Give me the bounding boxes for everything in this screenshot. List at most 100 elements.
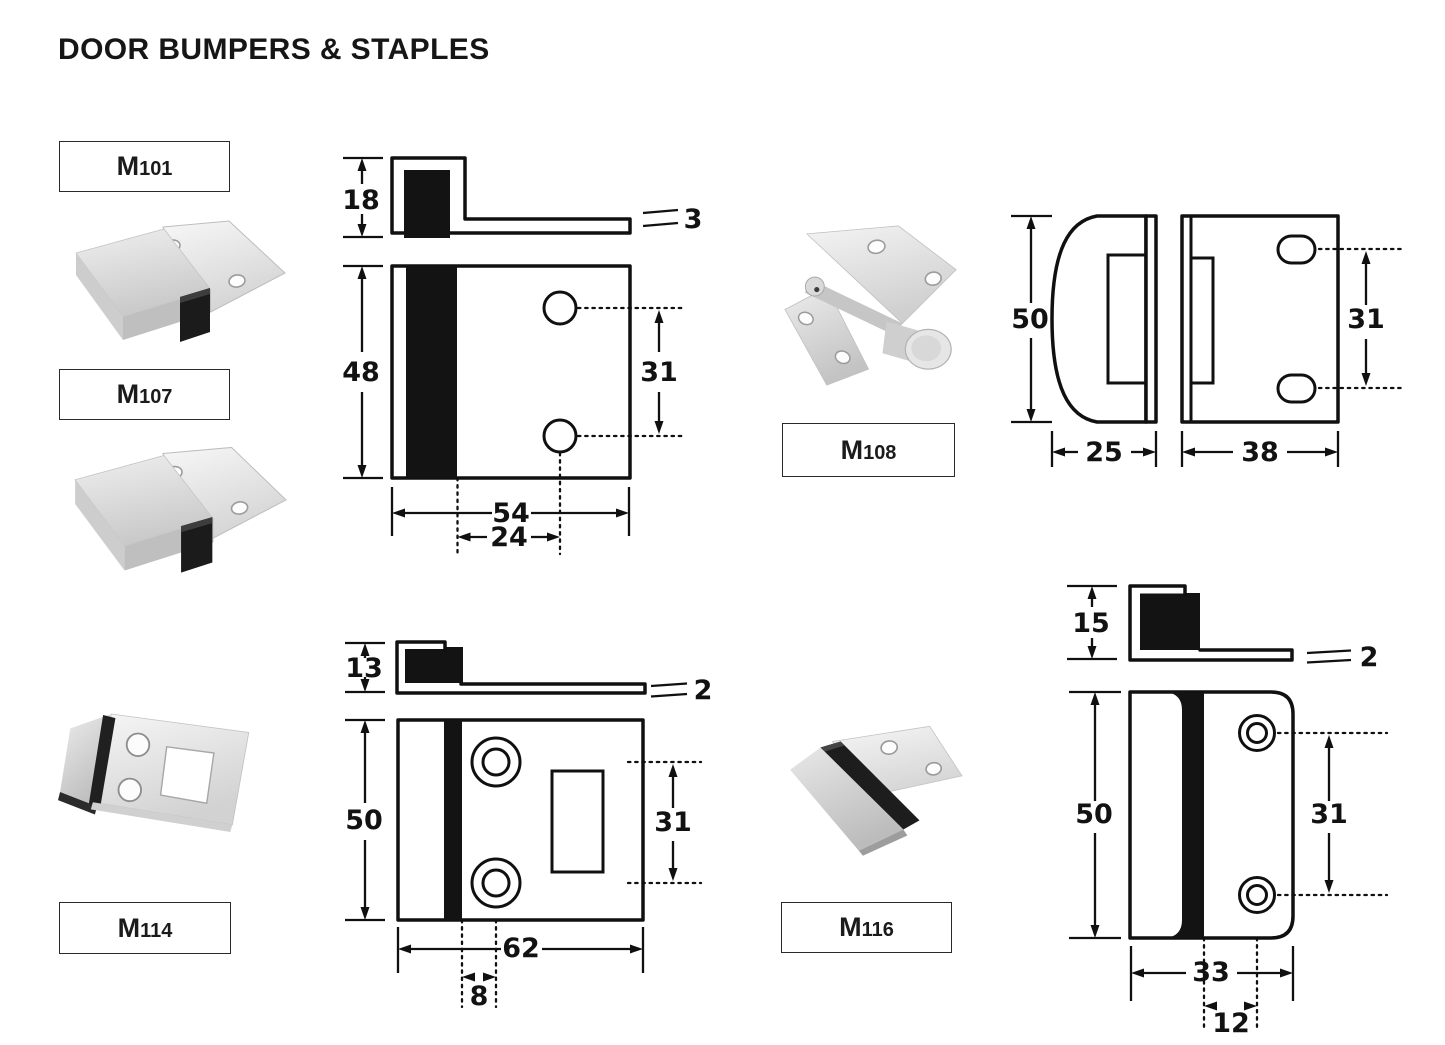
metal-lip <box>1128 584 1185 594</box>
dim-hole-spacing: 31 <box>1347 304 1385 335</box>
bottom-edge <box>858 829 908 856</box>
recess-front <box>1191 256 1215 385</box>
product-label-m116: M116 <box>781 902 952 953</box>
product-photo-m114 <box>58 713 250 832</box>
dim-width: 54 <box>492 498 530 529</box>
dim-height: 50 <box>1011 304 1049 335</box>
dim-plate-thickness: 2 <box>694 675 713 706</box>
screw-hole <box>880 740 899 755</box>
recess <box>1106 253 1146 385</box>
dim-side-height: 18 <box>342 185 380 216</box>
screw-hole <box>925 761 943 776</box>
product-label-m101: M101 <box>59 141 230 192</box>
product-label-m108: M108 <box>782 423 955 477</box>
rubber-bumper-front <box>1166 692 1204 938</box>
mounting-hole <box>542 418 578 454</box>
side-view: 18 3 <box>342 156 703 239</box>
front-view: 31 38 <box>1180 214 1405 468</box>
dim-height: 50 <box>345 805 383 836</box>
mounting-hole <box>542 290 578 326</box>
rubber-liner <box>88 715 116 809</box>
drawing-m108: 50 25 31 <box>1011 214 1405 468</box>
rubber-liner-bottom <box>58 791 97 815</box>
countersunk-hole-inner <box>1246 884 1268 906</box>
side-view: 50 25 <box>1011 214 1158 468</box>
staple-plate-outline <box>1128 690 1295 940</box>
dim-bumper-to-hole: 12 <box>1212 1008 1250 1039</box>
bumper-cylinder-face <box>911 335 942 362</box>
screw-hole <box>228 274 246 288</box>
rubber-bumper-highlight <box>181 517 213 533</box>
buffer-profile <box>1050 214 1148 424</box>
hinge-knuckle <box>804 279 903 337</box>
product-label-m114: M114 <box>59 902 231 954</box>
main-plate <box>805 225 957 324</box>
staple-profile <box>1128 584 1294 662</box>
latch-cutout <box>159 746 215 805</box>
countersunk-hole-inner <box>481 747 511 777</box>
slotted-hole <box>1276 234 1317 265</box>
channel-front-face <box>790 747 904 851</box>
product-label-m107-text: M107 <box>116 379 173 409</box>
screw-hole <box>230 501 249 515</box>
dim-height: 48 <box>342 357 380 388</box>
metal-lip <box>395 640 445 649</box>
screw-hole <box>125 732 151 757</box>
screw-hole <box>867 239 886 255</box>
product-label-m101-text: M101 <box>116 151 173 181</box>
front-view: 31 50 33 12 <box>1069 690 1389 1039</box>
product-photo-m101 <box>75 220 286 342</box>
product-label-m116-text: M116 <box>839 912 894 942</box>
plate-edge <box>90 802 233 832</box>
slotted-hole <box>1276 373 1317 404</box>
product-photo-m108 <box>784 225 957 386</box>
staple-profile <box>390 156 632 235</box>
drawing-m114: 13 2 31 <box>345 640 712 1012</box>
countersunk-hole-inner <box>1246 722 1268 744</box>
rubber-bumper-section <box>404 170 450 238</box>
product-label-m108-text: M108 <box>840 434 897 465</box>
front-view: 31 50 62 8 <box>345 718 703 1012</box>
dim-width: 62 <box>502 933 540 964</box>
bumper-arm-side <box>76 253 123 340</box>
dim-plate-thickness: 2 <box>1360 642 1379 673</box>
rubber-strip-highlight <box>820 741 845 752</box>
product-photo-m116 <box>790 725 963 856</box>
product-label-m114-text: M114 <box>117 912 173 943</box>
dim-plate-thickness: 3 <box>684 204 703 235</box>
product-label-m107: M107 <box>59 369 230 420</box>
dim-height: 50 <box>1075 799 1113 830</box>
rubber-bumper-front <box>444 720 462 920</box>
countersunk-hole-inner <box>481 868 511 898</box>
dim-width: 33 <box>1192 957 1230 988</box>
dim-hole-spacing: 31 <box>654 807 692 838</box>
dim-width: 38 <box>1241 437 1279 468</box>
dim-bumper-to-hole: 24 <box>490 522 528 553</box>
dim-hole-spacing: 31 <box>640 357 678 388</box>
hinge-pin-end <box>804 276 825 297</box>
rubber-bumper-front <box>406 266 457 478</box>
latch-cutout <box>550 769 605 874</box>
staple-profile <box>395 640 647 695</box>
rubber-bumper-highlight <box>180 288 210 303</box>
plate-edge <box>1144 214 1158 424</box>
dim-bumper-to-hole: 8 <box>470 981 489 1012</box>
drawing-m101-m107: 18 3 31 48 <box>342 156 703 556</box>
product-photo-m107 <box>74 446 287 573</box>
side-view: 15 2 <box>1067 584 1378 673</box>
dim-side-height: 15 <box>1072 608 1110 639</box>
rubber-strip <box>820 741 920 830</box>
rubber-bumper <box>181 517 213 573</box>
side-view: 13 2 <box>345 640 712 706</box>
dim-depth: 25 <box>1085 437 1123 468</box>
screw-hole <box>924 271 942 286</box>
hinge-pin-dot <box>814 286 820 293</box>
dim-hole-spacing: 31 <box>1310 799 1348 830</box>
screw-hole <box>117 777 142 803</box>
drawing-m116: 15 2 31 50 <box>1067 584 1389 1039</box>
screw-hole <box>797 311 814 326</box>
rubber-bumper-section <box>1140 593 1200 650</box>
rubber-bumper <box>180 288 210 342</box>
screw-hole <box>834 350 851 365</box>
